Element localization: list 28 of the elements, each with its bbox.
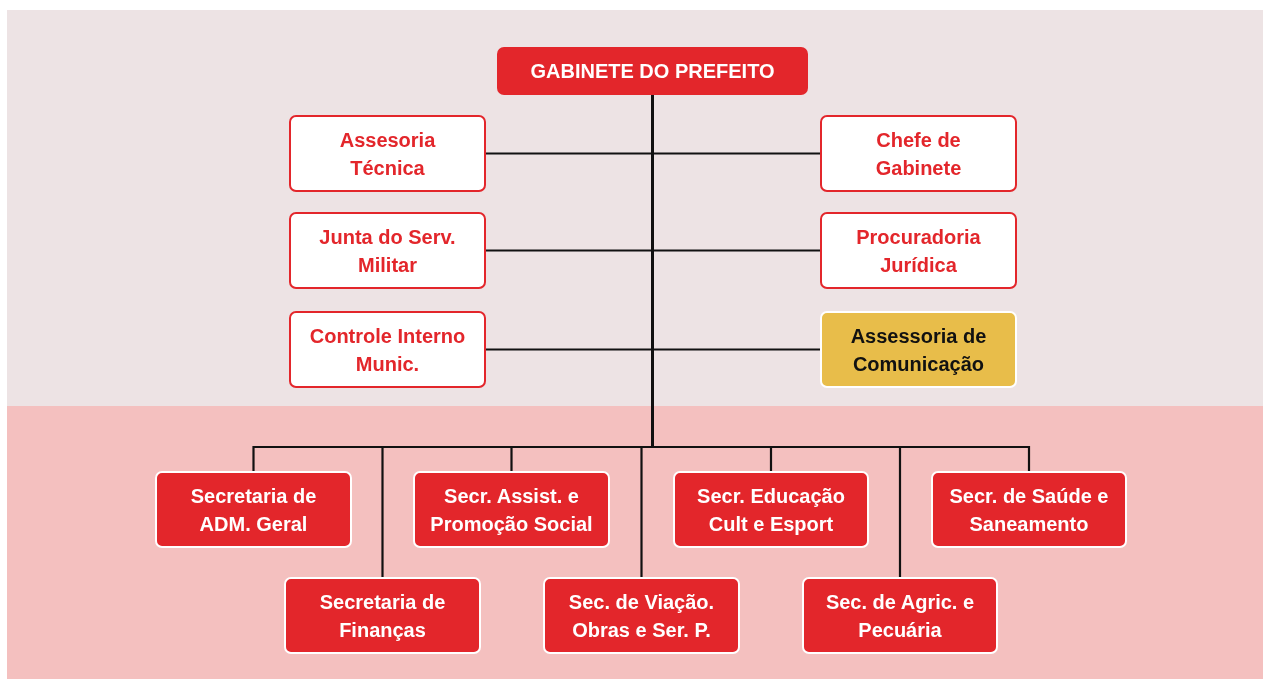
org-box [673,471,869,548]
org-box [413,471,610,548]
org-box [820,212,1017,289]
org-box [820,311,1017,388]
org-box [289,311,486,388]
box-label: Secretaria de Finanças [318,589,447,643]
box-label: Controle Interno Munic. [308,323,467,377]
box-label: Chefe de Gabinete [874,127,963,181]
box-label: Assessoria de Comunicação [849,323,988,377]
box-label: Secr. Assist. e Promoção Social [429,483,594,537]
org-box [802,577,998,654]
box-label: Secretaria de ADM. Geral [189,483,318,537]
org-box [543,577,740,654]
box-label: Assesoria Técnica [338,127,437,181]
org-box [497,47,808,95]
org-box [820,115,1017,192]
org-box [289,115,486,192]
org-box [289,212,486,289]
org-box [155,471,352,548]
box-label: Sec. de Viação. Obras e Ser. P. [567,589,716,643]
org-box [284,577,481,654]
org-box [931,471,1127,548]
box-label: Secr. Educação Cult e Esport [696,483,846,537]
box-label: GABINETE DO PREFEITO [530,59,775,84]
box-label: Procuradoria Jurídica [855,224,982,278]
box-label: Junta do Serv. Militar [318,224,457,278]
box-label: Sec. de Agric. e Pecuária [824,589,976,643]
box-label: Secr. de Saúde e Saneamento [948,483,1110,537]
